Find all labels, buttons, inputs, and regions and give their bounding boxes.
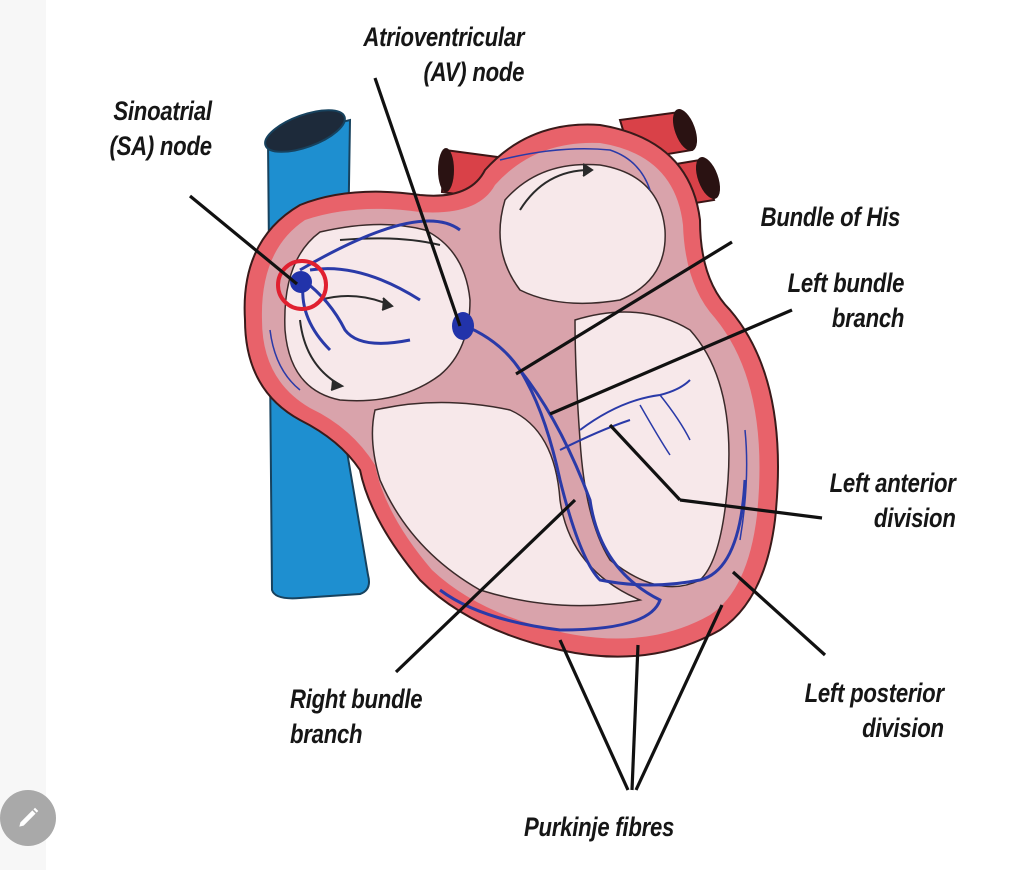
edit-button[interactable] [0,790,56,846]
left-margin-strip [0,0,46,870]
label-bundle-of-his: Bundle of His [760,200,901,235]
leader-lines [188,77,827,791]
label-line: (SA) node [109,131,213,161]
label-sa-node: Sinoatrial (SA) node [109,94,213,164]
label-left-anterior-division: Left anterior division [830,466,956,536]
label-line: (AV) node [423,57,524,87]
label-right-bundle-branch: Right bundle branch [290,682,423,752]
label-line: branch [831,303,905,333]
label-purkinje-fibres: Purkinje fibres [524,810,674,845]
label-line: Bundle of His [760,202,901,232]
label-line: branch [290,719,363,749]
label-line: Left posterior [804,678,944,708]
sa-node-highlight-ring [276,259,328,311]
right-ventricle [371,401,643,607]
label-line: Atrioventricular [363,22,524,52]
label-line: Purkinje fibres [524,812,675,842]
sa-node [290,271,312,293]
label-av-node: Atrioventricular (AV) node [363,20,524,90]
label-line: division [874,503,956,533]
label-left-posterior-division: Left posterior division [805,676,944,746]
label-line: Left anterior [830,468,956,498]
label-left-bundle-branch: Left bundle branch [787,266,904,336]
label-line: Sinoatrial [113,96,213,126]
left-atrium [499,163,666,305]
label-line: Right bundle [290,684,423,714]
label-line: division [862,713,944,743]
label-line: Left bundle [787,268,904,298]
pencil-icon [19,807,39,827]
flow-arrows [299,163,594,391]
